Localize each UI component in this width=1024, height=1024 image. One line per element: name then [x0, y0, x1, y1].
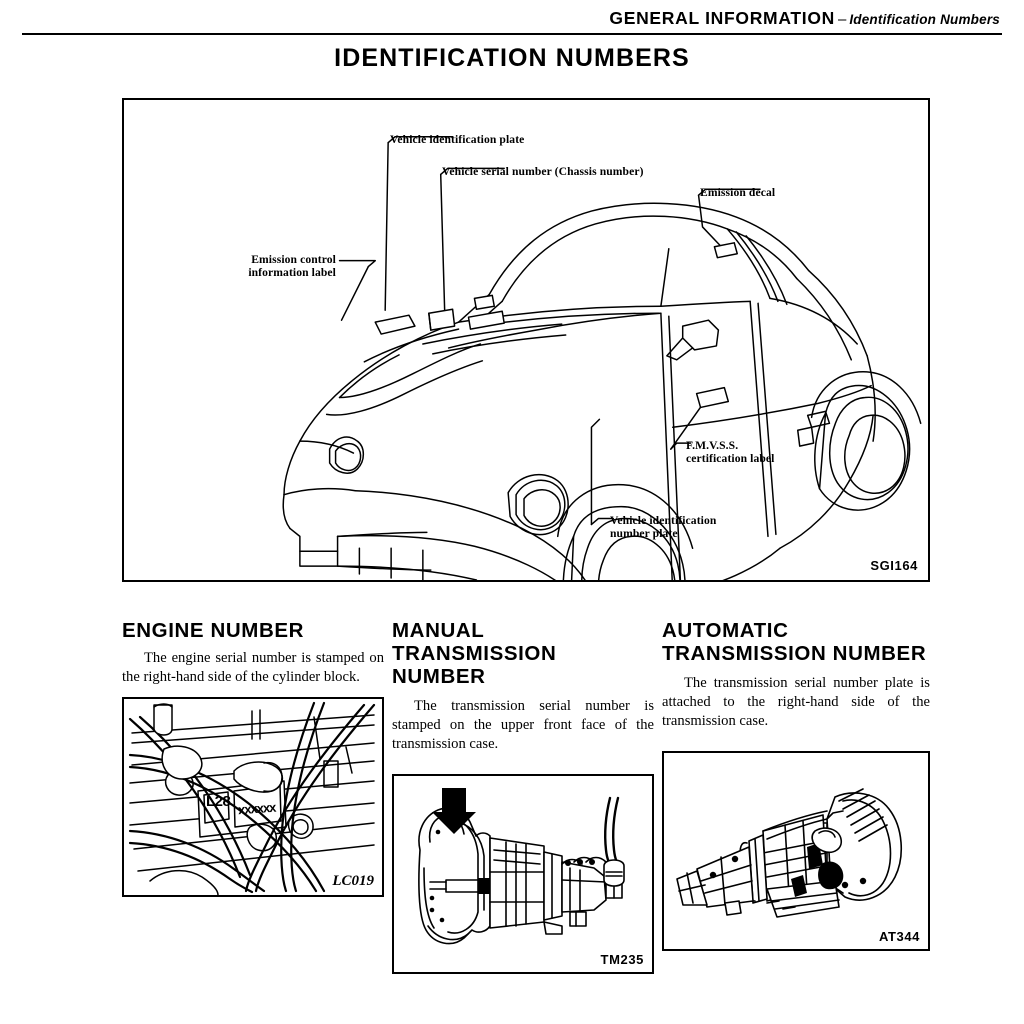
figure-code-engine: LC019	[332, 872, 374, 889]
manual-transmission-figure: TM235	[392, 773, 654, 974]
callout-vehicle-identification-plate: Vehicle identification plate	[390, 133, 525, 146]
section-automatic-transmission-number: AUTOMATIC TRANSMISSION NUMBER The transm…	[662, 619, 930, 951]
figure-code-main: SGI164	[870, 558, 918, 573]
running-header: GENERAL INFORMATION–Identification Numbe…	[0, 8, 1024, 34]
section-body-engine-number: The engine serial number is stamped on t…	[122, 649, 384, 685]
figure-code-automatic-transmission: AT344	[878, 928, 920, 944]
section-engine-number: ENGINE NUMBER The engine serial number i…	[122, 619, 384, 897]
engine-stamp-serial: xxxxxx	[237, 799, 276, 818]
automatic-transmission-figure: AT344	[662, 750, 930, 951]
section-body-manual-transmission: The transmission serial number is stampe…	[392, 697, 654, 752]
automatic-transmission-line-drawing	[676, 788, 903, 918]
header-dash: –	[837, 11, 847, 28]
stamping-location-arrow	[432, 787, 476, 834]
sections-row: ENGINE NUMBER The engine serial number i…	[0, 619, 1024, 1000]
section-title-automatic-transmission: AUTOMATIC TRANSMISSION NUMBER	[662, 619, 927, 665]
section-manual-transmission-number: MANUAL TRANSMISSION NUMBER The transmiss…	[392, 619, 654, 974]
engine-block-line-drawing	[128, 701, 376, 895]
vehicle-line-drawing	[282, 135, 922, 580]
callout-vehicle-serial-number: Vehicle serial number (Chassis number)	[442, 165, 644, 178]
manual-transmission-line-drawing	[418, 787, 625, 945]
page-title: IDENTIFICATION NUMBERS	[334, 44, 690, 72]
section-body-automatic-transmission: The transmission serial number plate is …	[662, 674, 930, 729]
figure-code-manual-transmission: TM235	[600, 951, 644, 967]
callout-vehicle-identification-number-plate: Vehicle identification number plate	[610, 514, 717, 541]
callout-emission-decal: Emission decal	[700, 186, 776, 199]
callout-fmvss-certification-label: F.M.V.S.S. certification label	[686, 439, 775, 466]
engine-stamp-prefix: L28	[206, 792, 231, 810]
callout-emission-control-information-label: Emission control information label	[248, 253, 336, 280]
header-subsection: Identification Numbers	[849, 12, 1000, 27]
section-title-engine-number: ENGINE NUMBER	[122, 619, 305, 642]
header-section: GENERAL INFORMATION	[609, 8, 835, 28]
engine-number-figure: L28 xxxxxx LC019	[122, 696, 384, 897]
vehicle-identification-figure: Vehicle identification plate Vehicle ser…	[122, 98, 930, 582]
header-rule	[22, 33, 1002, 35]
section-title-manual-transmission: MANUAL TRANSMISSION NUMBER	[392, 619, 557, 688]
